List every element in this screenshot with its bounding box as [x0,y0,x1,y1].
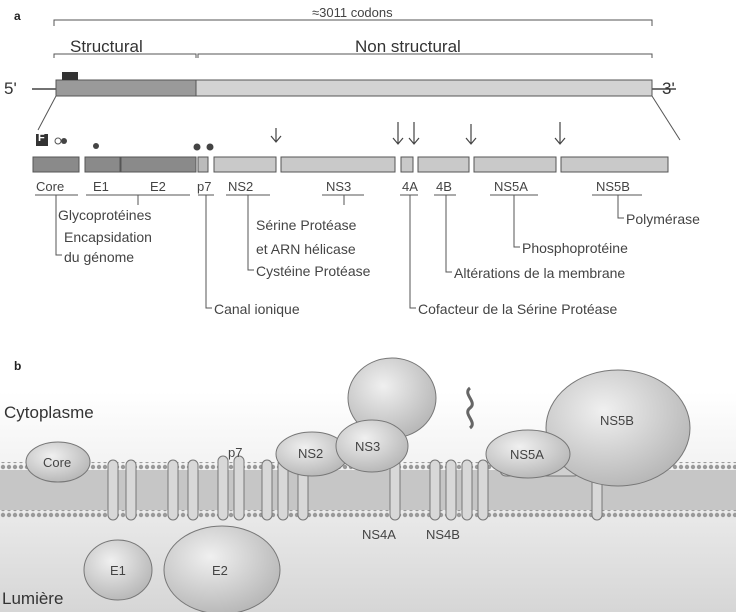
protein-label-ns3: NS3 [326,180,351,193]
protein-label-4a: 4A [402,180,418,193]
connector-ns5b [618,195,624,218]
tm-helix-p7 [218,456,228,520]
protein-label-ns2: NS2 [228,180,253,193]
annotation-canal-ionique: Canal ionique [214,302,300,316]
protein-label-e2: E2 [150,180,166,193]
tm-helix-e2 [188,460,198,520]
cleavage-arrow [555,122,565,144]
cleavage-arrow-open [271,128,281,142]
protein-label-ns5b: NS5B [596,180,630,193]
annotation-glycoproteines: Glycoprotéines [58,208,151,222]
label-p7: p7 [228,446,242,459]
top-bracket [54,20,652,26]
segment-core [33,157,79,172]
five-prime-label: 5' [4,80,17,97]
protein-label-core: Core [36,180,64,193]
tm-helix-e1 [126,460,136,520]
cleavage-arrow [409,122,419,144]
label-ns4a: NS4A [362,528,396,541]
annotation-encapsidation: Encapsidation [64,230,152,244]
segment-p7 [198,157,208,172]
annotation-arn-helicase: et ARN hélicase [256,242,356,256]
connector-ns2 [248,195,254,270]
tm-helix-ns4b [478,460,488,520]
expand-right [652,96,680,140]
segment-e2 [121,157,196,172]
annotation-phosphoproteine: Phosphoprotéine [522,241,628,255]
annotation-du-genome: du génome [64,250,134,264]
segment-ns2 [214,157,276,172]
segment-ns5a [474,157,556,172]
structural-label: Structural [70,38,143,55]
segment-ns5b [561,157,668,172]
segment-4a [401,157,413,172]
ns5b-protein [546,370,690,486]
annotation-polymerase: Polymérase [626,212,700,226]
legend-mark: F [38,133,45,144]
label-e2: E2 [212,564,228,577]
three-prime-label: 3' [662,80,675,97]
segment-ns3 [281,157,395,172]
ires-marker [62,72,78,80]
cleavage-arrow [466,124,476,144]
cleavage-dot [207,144,214,151]
connector-p7 [206,195,212,308]
non-structural-label: Non structural [355,38,461,55]
genome-nonstructural-region [196,80,652,96]
lumiere-label: Lumière [2,590,63,607]
protein-label-e1: E1 [93,180,109,193]
label-ns3: NS3 [355,440,380,453]
annotation-cofacteur: Cofacteur de la Sérine Protéase [418,302,617,316]
protein-label-4b: 4B [436,180,452,193]
protein-label-ns5a: NS5A [494,180,528,193]
cleavage-dot [61,138,67,144]
connector-4a [410,195,416,308]
connector-4b [446,195,452,272]
tm-helix-ns4b [446,460,456,520]
annotation-cysteine-protease: Cystéine Protéase [256,264,370,278]
connector-ns5a [514,195,520,247]
label-ns2: NS2 [298,447,323,460]
cleavage-dot [194,144,201,151]
label-ns5a: NS5A [510,448,544,461]
expand-left [38,96,56,130]
label-ns4b: NS4B [426,528,460,541]
tm-helix-ns2 [262,460,272,520]
label-e1: E1 [110,564,126,577]
tm-helix-e1 [108,460,118,520]
tm-helix-e2 [168,460,178,520]
tm-helix-p7 [234,456,244,520]
annotation-serine-protease: Sérine Protéase [256,218,356,232]
cleavage-arrow [393,122,403,144]
cleavage-dot [55,138,61,144]
protein-label-p7: p7 [197,180,211,193]
cleavage-dot [93,143,99,149]
connector-core [56,195,62,255]
tm-helix-ns4a [390,460,400,520]
tm-helix-ns4b [462,460,472,520]
genome-structural-region [56,80,196,96]
segment-4b [418,157,469,172]
segment-e1 [85,157,120,172]
cytoplasme-label: Cytoplasme [4,404,94,421]
label-ns5b: NS5B [600,414,634,427]
label-core: Core [43,456,71,469]
annotation-alterations: Altérations de la membrane [454,266,625,280]
tm-helix-ns4b [430,460,440,520]
